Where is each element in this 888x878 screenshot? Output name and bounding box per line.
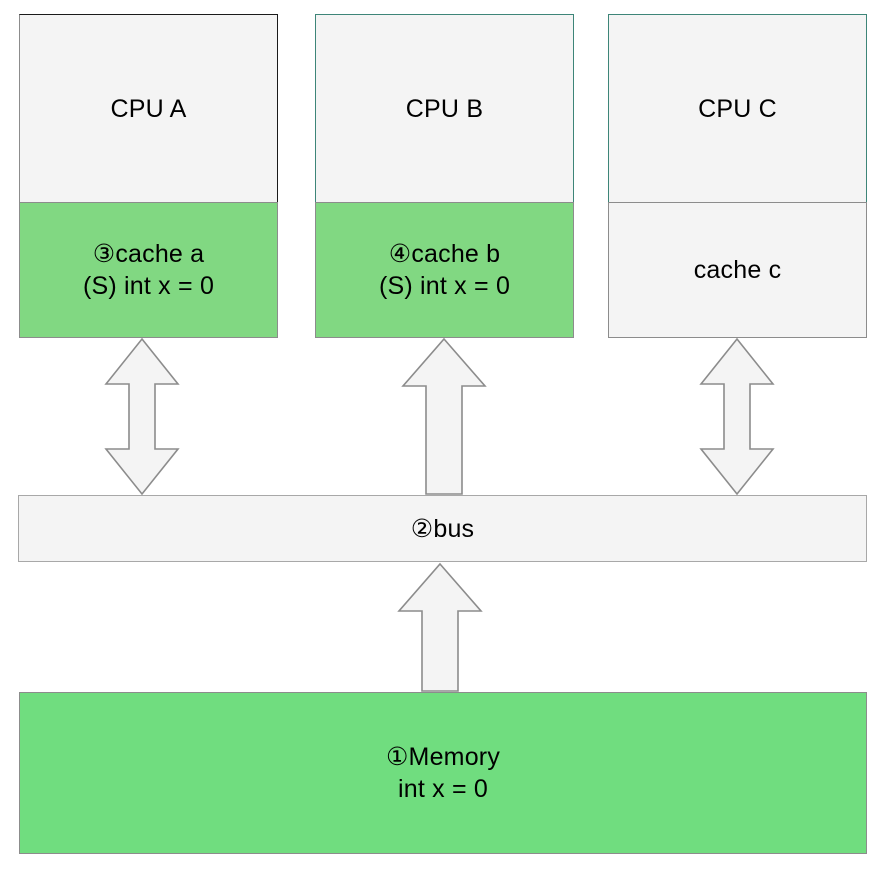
cpu-a-label: CPU A xyxy=(110,94,187,123)
cache-a-to-bus-arrow xyxy=(104,337,180,496)
cpu-b-box[interactable]: CPU B xyxy=(315,14,574,203)
cache-c-label-line1: cache c xyxy=(693,256,782,284)
bus-box[interactable]: ②bus xyxy=(18,495,867,562)
memory-label-line1: ①Memory xyxy=(385,743,501,771)
cache-a-label-line2: (S) int x = 0 xyxy=(82,272,215,300)
cpu-c-box[interactable]: CPU C xyxy=(608,14,867,203)
bus-label: ②bus xyxy=(410,514,475,543)
cache-a-box[interactable]: ③cache a (S) int x = 0 xyxy=(19,202,278,338)
cpu-b-label: CPU B xyxy=(405,94,484,123)
memory-box[interactable]: ①Memory int x = 0 xyxy=(19,692,867,854)
memory-label-line2: int x = 0 xyxy=(397,775,489,803)
cache-b-label-line1: ④cache b xyxy=(388,240,501,268)
cache-b-to-bus-arrow xyxy=(401,337,487,495)
cache-b-box[interactable]: ④cache b (S) int x = 0 xyxy=(315,202,574,338)
cache-c-box[interactable]: cache c xyxy=(608,202,867,338)
cpu-c-label: CPU C xyxy=(698,94,777,123)
cache-b-label-line2: (S) int x = 0 xyxy=(378,272,511,300)
cpu-a-box[interactable]: CPU A xyxy=(19,14,278,203)
cache-c-to-bus-arrow xyxy=(699,337,775,496)
cache-a-label-line1: ③cache a xyxy=(92,240,205,268)
memory-to-bus-arrow xyxy=(397,562,483,692)
